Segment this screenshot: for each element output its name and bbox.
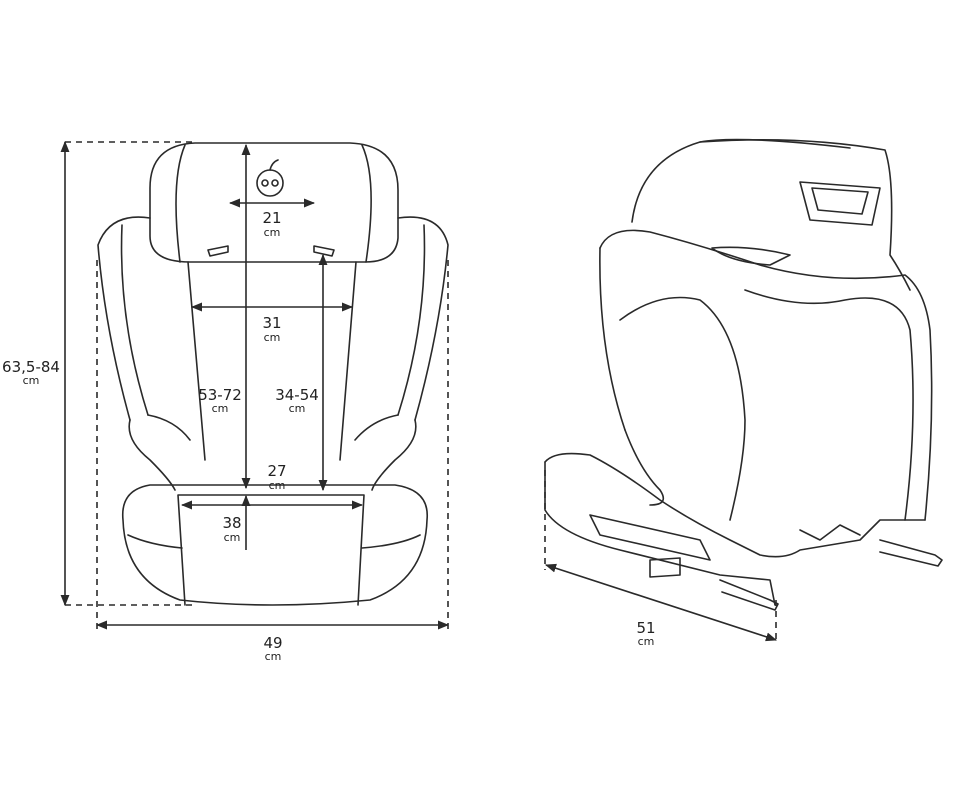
total-width-unit: cm (265, 650, 282, 663)
total-depth-value: 51 (636, 619, 655, 637)
total-width-value: 49 (263, 634, 282, 652)
total-depth-unit: cm (638, 635, 655, 648)
shoulder-width-unit: cm (264, 331, 281, 344)
total-height-value: 63,5-84 (2, 358, 60, 376)
brand-logo-icon (256, 159, 284, 197)
seat-to-headrest-value: 53-72 (198, 386, 242, 404)
seat-depth-unit: cm (224, 531, 241, 544)
seat-to-headrest-unit: cm (212, 402, 229, 415)
headrest (149, 142, 399, 263)
seat-width-unit: cm (269, 479, 286, 492)
headrest-width-unit: cm (264, 226, 281, 239)
seat-depth-value: 38 (222, 514, 241, 532)
shoulder-width-value: 31 (262, 314, 281, 332)
seat-cushion (121, 484, 428, 606)
seat-width-value: 27 (267, 462, 286, 480)
backrest-height-value: 34-54 (275, 386, 319, 404)
front-dimension-lines (60, 140, 450, 630)
front-view-seat (97, 142, 449, 606)
total-height-unit: cm (23, 374, 40, 387)
backrest-height-unit: cm (289, 402, 306, 415)
side-dimension-lines (544, 470, 778, 642)
side-view-seat (544, 138, 943, 611)
headrest-width-value: 21 (262, 209, 281, 227)
